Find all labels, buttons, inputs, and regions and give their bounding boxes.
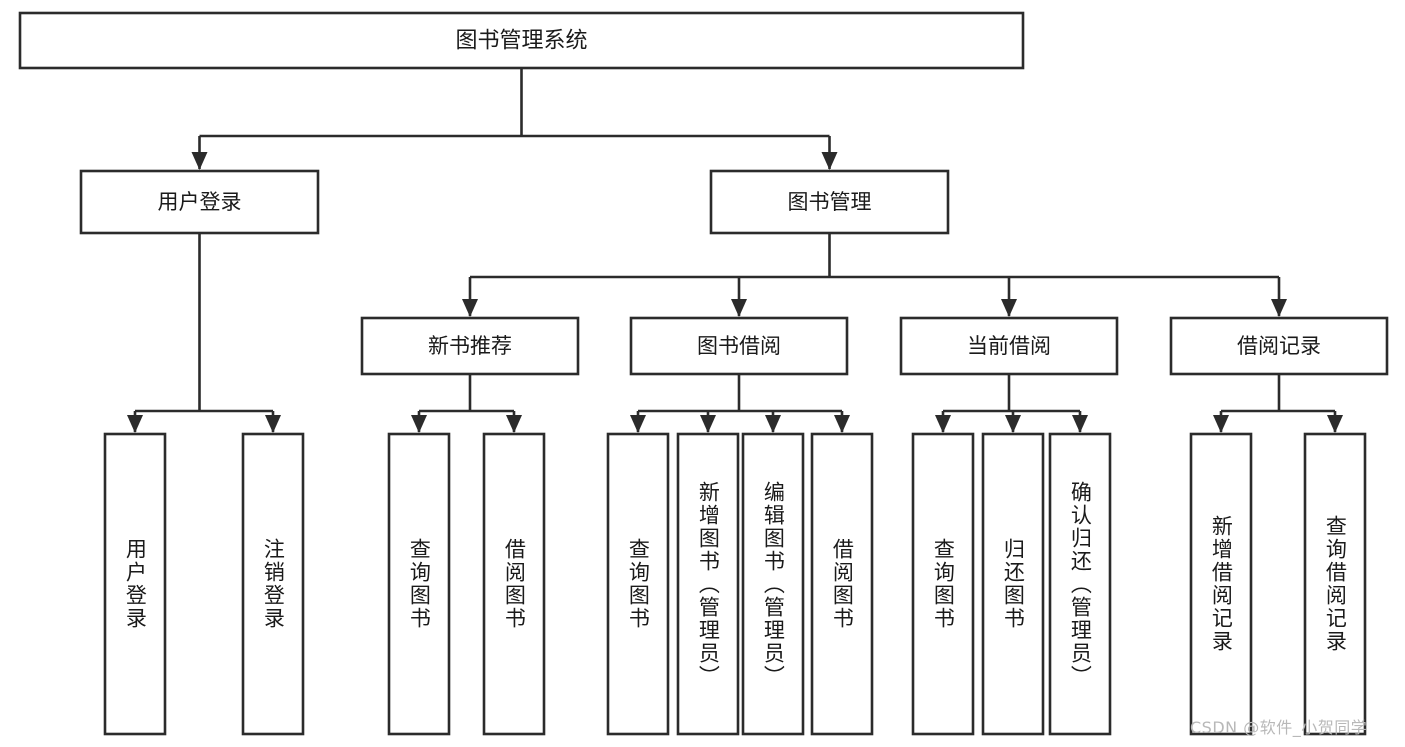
watermark: CSDN @软件_小贺同学 — [1190, 718, 1368, 737]
node-level3-box-1[interactable] — [629, 316, 849, 376]
arrow-head-icon-leaf-2-1 — [700, 415, 716, 433]
node-leaf-box-7[interactable] — [810, 432, 874, 736]
node-leaf-box-8[interactable] — [911, 432, 975, 736]
arrow-head-icon-l3-3 — [1271, 299, 1287, 317]
arrow-head-icon-leaf-3-0 — [935, 415, 951, 433]
arrow-head-icon-leaf-1-0 — [411, 415, 427, 433]
arrow-head-icon-leaf-4-1 — [1327, 415, 1343, 433]
arrow-head-icon-leaf-3-1 — [1005, 415, 1021, 433]
node-root-box[interactable] — [18, 11, 1025, 70]
arrow-head-icon-l3-1 — [731, 299, 747, 317]
connector-layer — [127, 68, 1343, 433]
arrow-head-icon-leaf-2-2 — [765, 415, 781, 433]
node-leaf-box-2[interactable] — [387, 432, 451, 736]
node-level3-box-2[interactable] — [899, 316, 1119, 376]
arrow-head-icon-leaf-2-3 — [834, 415, 850, 433]
arrow-head-icon-leaf-1-1 — [506, 415, 522, 433]
node-leaf-box-6[interactable] — [741, 432, 805, 736]
node-leaf-box-1[interactable] — [241, 432, 305, 736]
node-leaf-box-0[interactable] — [103, 432, 167, 736]
node-level3-label-1: 图书借阅 — [697, 334, 781, 358]
node-leaf-box-12[interactable] — [1303, 432, 1367, 736]
node-level3-label-2: 当前借阅 — [967, 334, 1051, 358]
node-leaf-box-11[interactable] — [1189, 432, 1253, 736]
node-level3-box-0[interactable] — [360, 316, 580, 376]
node-level3-box-3[interactable] — [1169, 316, 1389, 376]
node-level2-label-0: 用户登录 — [158, 190, 242, 214]
node-level2-label-1: 图书管理 — [788, 190, 872, 214]
node-level2-box-0[interactable] — [79, 169, 320, 235]
node-leaf-box-9[interactable] — [981, 432, 1045, 736]
arrow-head-icon-l2-1 — [821, 152, 838, 170]
arrow-head-icon-leaf-2-0 — [630, 415, 646, 433]
arrow-head-icon-l2-0 — [191, 152, 208, 170]
node-level2-box-1[interactable] — [709, 169, 950, 235]
arrow-head-icon-leaf-3-2 — [1072, 415, 1088, 433]
node-root-label: 图书管理系统 — [455, 29, 587, 54]
node-leaf-box-3[interactable] — [482, 432, 546, 736]
node-box-layer — [18, 11, 1389, 736]
arrow-head-icon-leaf-0-0 — [127, 415, 143, 433]
arrow-head-icon-leaf-0-1 — [265, 415, 281, 433]
arrow-head-icon-l3-0 — [462, 299, 478, 317]
node-level3-label-3: 借阅记录 — [1237, 334, 1321, 358]
arrow-head-icon-leaf-4-0 — [1213, 415, 1229, 433]
arrow-head-icon-l3-2 — [1001, 299, 1017, 317]
node-leaf-box-4[interactable] — [606, 432, 670, 736]
node-level3-label-0: 新书推荐 — [428, 334, 512, 358]
node-leaf-box-5[interactable] — [676, 432, 740, 736]
node-leaf-box-10[interactable] — [1048, 432, 1112, 736]
